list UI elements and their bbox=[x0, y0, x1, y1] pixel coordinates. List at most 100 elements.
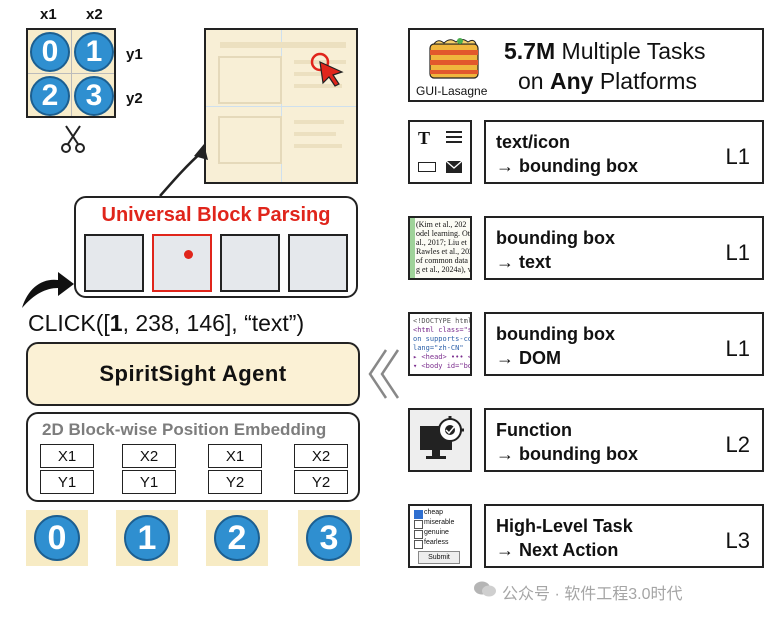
header-line-2: on Any Platforms bbox=[518, 68, 697, 95]
target-dot bbox=[184, 250, 193, 259]
task-level-1-text-icon: text/icon → bounding box L1 bbox=[484, 120, 764, 184]
embed-y-3: Y2 bbox=[294, 470, 348, 494]
checkbox bbox=[414, 520, 423, 529]
double-chevron-left-icon bbox=[366, 348, 402, 400]
grid-label-y1: y1 bbox=[126, 46, 143, 63]
embed-y-2: Y2 bbox=[208, 470, 262, 494]
connector-swoosh bbox=[154, 140, 214, 200]
split-grid: 0 1 2 3 bbox=[26, 28, 116, 118]
task-output: → DOM bbox=[496, 348, 561, 368]
task-output: → text bbox=[496, 252, 552, 272]
mail-icon bbox=[445, 160, 463, 173]
image-placeholder-icon bbox=[218, 116, 282, 164]
thumb-icons: T bbox=[408, 120, 472, 184]
thumb-form: cheap miserable genuine fearless Submit bbox=[408, 504, 472, 568]
action-text: CLICK([1, 238, 146], “text”) bbox=[28, 310, 304, 337]
screenshot-preview bbox=[204, 28, 358, 184]
dataset-header: GUI-Lasagne 5.7M Multiple Tasks on Any P… bbox=[408, 28, 764, 102]
task-input: bounding box bbox=[496, 228, 615, 248]
input-icon bbox=[418, 162, 436, 172]
paper-line-2: al., 2017; Liu et bbox=[416, 238, 467, 247]
logo-label: GUI-Lasagne bbox=[416, 84, 488, 98]
header-count: 5.7M bbox=[504, 38, 556, 64]
block-cell bbox=[220, 234, 280, 292]
task-level: L1 bbox=[725, 336, 750, 361]
action-suffix: , 238, 146], “text”) bbox=[122, 310, 305, 336]
monitor-gear-icon bbox=[418, 416, 464, 464]
parsing-title: Universal Block Parsing bbox=[101, 204, 331, 226]
tile-1: 1 bbox=[116, 510, 178, 566]
form-option-3: fearless bbox=[424, 539, 449, 546]
header-line-1: 5.7M Multiple Tasks bbox=[504, 38, 706, 65]
form-submit-button: Submit bbox=[418, 551, 460, 564]
header-line2-post: Platforms bbox=[593, 68, 697, 94]
embed-x-2: X1 bbox=[208, 444, 262, 468]
scissors-icon bbox=[60, 124, 86, 154]
form-option-0: cheap bbox=[424, 509, 444, 516]
paper-line-0: (Kim et al., 202 bbox=[416, 220, 467, 229]
grid-label-x1: x1 bbox=[40, 6, 57, 23]
paper-line-1: odel learning. Ot bbox=[416, 229, 470, 238]
image-placeholder-icon bbox=[218, 56, 282, 104]
code-line-3: lang="zh-CN" bbox=[413, 344, 464, 352]
header-line1-rest: Multiple Tasks bbox=[555, 38, 706, 64]
grid-digit-1: 1 bbox=[74, 32, 114, 72]
grid-digit-3: 3 bbox=[74, 76, 114, 116]
text-icon: T bbox=[418, 128, 431, 148]
task-level: L1 bbox=[725, 144, 750, 169]
task-output: → bounding box bbox=[496, 444, 638, 464]
universal-block-parsing: Universal Block Parsing bbox=[74, 196, 358, 298]
embed-x-0: X1 bbox=[40, 444, 94, 468]
code-line-0: <!DOCTYPE html bbox=[413, 317, 472, 325]
spiritsight-agent: SpiritSight Agent bbox=[26, 342, 360, 406]
grid-digit-0: 0 bbox=[30, 32, 70, 72]
position-embedding: 2D Block-wise Position Embedding X1 Y1 X… bbox=[26, 412, 360, 502]
grid-label-x2: x2 bbox=[86, 6, 103, 23]
curved-arrow-icon bbox=[18, 268, 76, 310]
code-line-5: ▾ <body id="bo bbox=[413, 362, 472, 370]
block-cell-selected bbox=[152, 234, 212, 292]
code-line-4: ▸ <head> ••• </ bbox=[413, 353, 472, 361]
checkbox bbox=[414, 540, 423, 549]
embed-y-0: Y1 bbox=[40, 470, 94, 494]
task-level-2-function: Function → bounding box L2 bbox=[484, 408, 764, 472]
task-level-3-high-level: High-Level Task → Next Action L3 bbox=[484, 504, 764, 568]
tile-3: 3 bbox=[298, 510, 360, 566]
watermark-text: 公众号 · 软件工程3.0时代 bbox=[502, 586, 683, 603]
form-option-1: miserable bbox=[424, 519, 455, 526]
task-level-1-bbox-dom: bounding box → DOM L1 bbox=[484, 312, 764, 376]
task-input: High-Level Task bbox=[496, 516, 633, 536]
code-line-2: on supports-co bbox=[413, 335, 472, 343]
paper-line-4: of common data bbox=[416, 256, 468, 265]
tile-0: 0 bbox=[26, 510, 88, 566]
task-input: text/icon bbox=[496, 132, 571, 152]
paper-line-3: Rawles et al., 2023 bbox=[416, 247, 472, 256]
thumb-paper-text: (Kim et al., 202 odel learning. Ot al., … bbox=[408, 216, 472, 280]
tile-2: 2 bbox=[206, 510, 268, 566]
block-cell bbox=[84, 234, 144, 292]
form-option-2: genuine bbox=[424, 529, 449, 536]
task-level-1-bbox-text: bounding box → text L1 bbox=[484, 216, 764, 280]
task-output: → bounding box bbox=[496, 156, 638, 176]
tile-digit-1: 1 bbox=[124, 515, 170, 561]
embed-x-1: X2 bbox=[122, 444, 176, 468]
cursor-icon bbox=[308, 50, 348, 90]
task-level: L1 bbox=[725, 240, 750, 265]
list-icon bbox=[446, 130, 462, 146]
thumb-dom-code: <!DOCTYPE html <html class="s on support… bbox=[408, 312, 472, 376]
wechat-icon bbox=[474, 580, 496, 598]
tile-digit-2: 2 bbox=[214, 515, 260, 561]
grid-digit-2: 2 bbox=[30, 76, 70, 116]
checkbox bbox=[414, 530, 423, 539]
tile-digit-0: 0 bbox=[34, 515, 80, 561]
grid-label-y2: y2 bbox=[126, 90, 143, 107]
tile-digit-3: 3 bbox=[306, 515, 352, 561]
task-level: L2 bbox=[725, 432, 750, 457]
lasagne-icon bbox=[424, 36, 484, 82]
action-prefix: CLICK([ bbox=[28, 310, 110, 336]
embed-y-1: Y1 bbox=[122, 470, 176, 494]
task-level: L3 bbox=[725, 528, 750, 553]
thumb-function bbox=[408, 408, 472, 472]
paper-line-5: g et al., 2024a), w bbox=[416, 265, 472, 274]
task-input: Function bbox=[496, 420, 572, 440]
